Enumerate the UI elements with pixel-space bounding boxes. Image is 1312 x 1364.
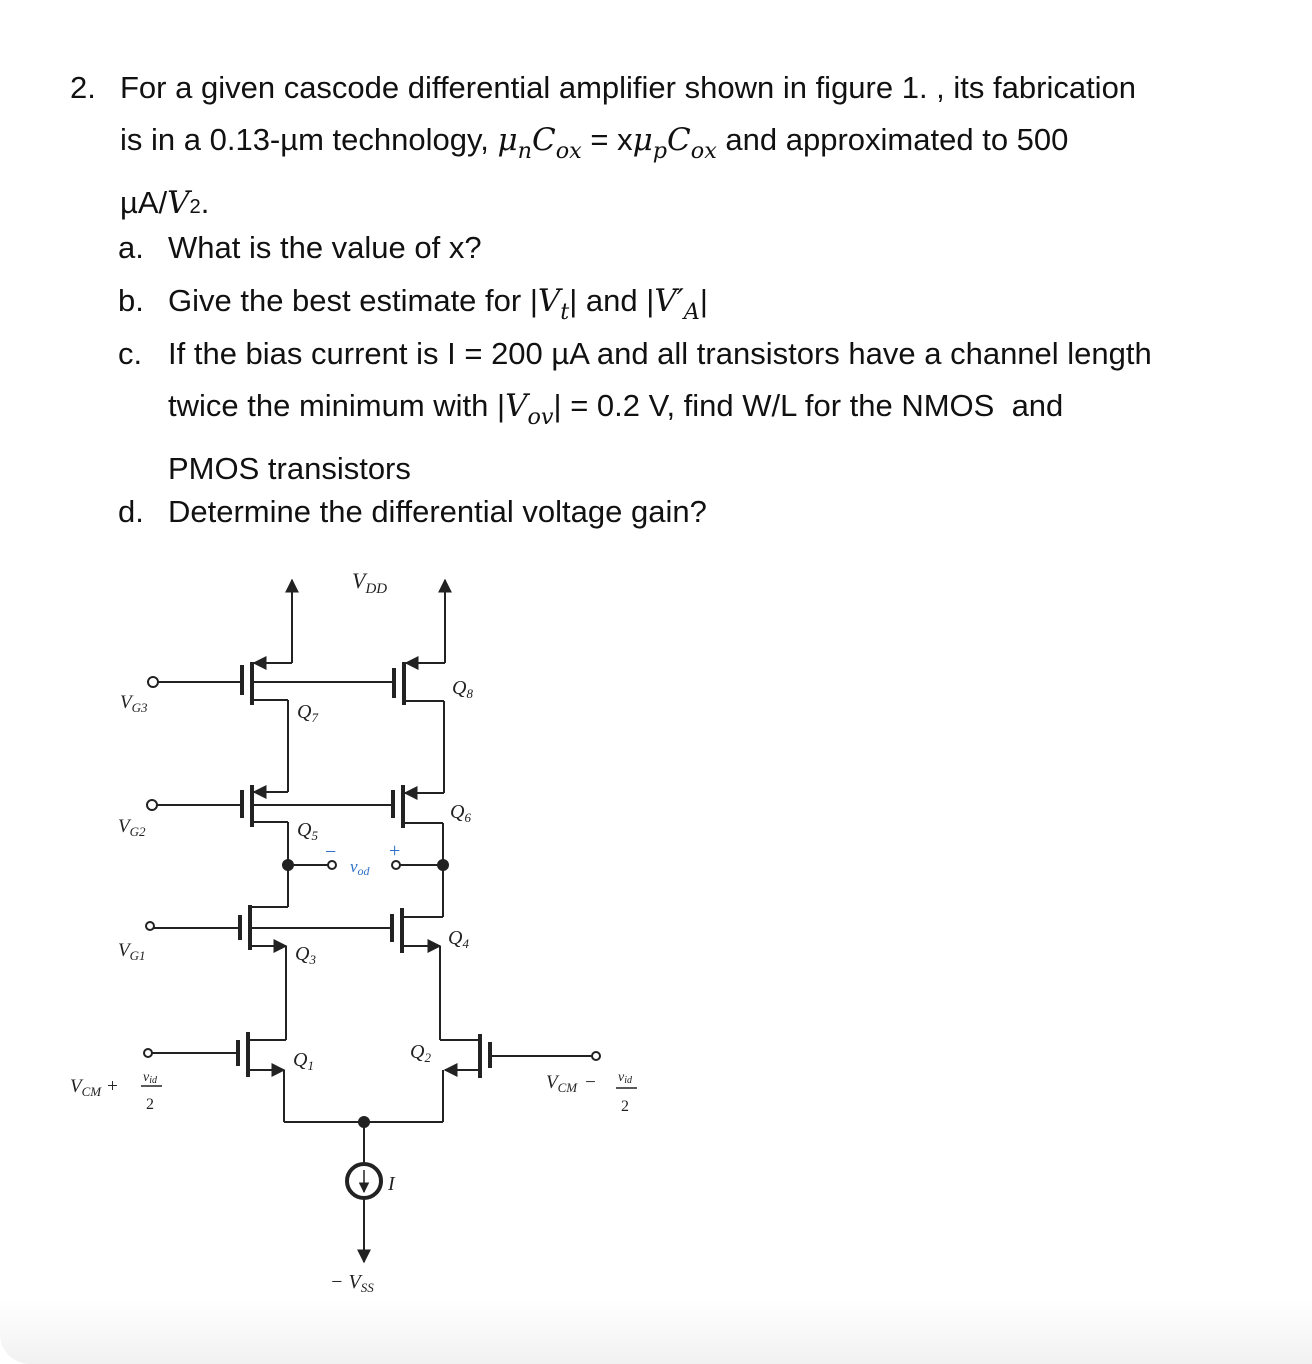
question-text-line-2-pre: is in a 0.13-µm technology, xyxy=(120,122,489,157)
input-left-terminal xyxy=(143,1048,153,1058)
part-text: | xyxy=(699,283,708,318)
part-text: What is the value of x? xyxy=(168,230,482,265)
part-b: b. Give the best estimate for |Vt| and |V… xyxy=(118,275,708,338)
part-text: twice the minimum with | xyxy=(168,388,506,423)
unit-ua: µA/ xyxy=(120,184,168,220)
part-text: | and | xyxy=(569,283,655,318)
vdd-label: VDD xyxy=(352,568,387,597)
question-line-1: 2. For a given cascode differential ampl… xyxy=(70,62,1270,114)
cascode-diff-amp-figure: VDD VG3 Q7 Q8 VG2 Q5 xyxy=(70,568,637,1295)
q1-label: Q1 xyxy=(293,1049,314,1073)
vod-plus: + xyxy=(389,840,400,862)
vg1-label: VG1 xyxy=(118,940,146,963)
q8-label: Q8 xyxy=(452,677,473,701)
part-d: d. Determine the differential voltage gai… xyxy=(118,486,707,538)
mu-n-cox: μnCox xyxy=(497,122,582,164)
input-right-terminal xyxy=(591,1051,601,1061)
question-2: 2. For a given cascode differential ampl… xyxy=(70,62,1270,233)
question-text-line-1: For a given cascode differential amplifi… xyxy=(120,70,1137,105)
va-sub: A xyxy=(683,298,700,325)
equals-x: = x xyxy=(581,122,633,157)
vg2-label: VG2 xyxy=(118,816,146,839)
vt-symbol: V xyxy=(537,283,561,319)
page-bottom-shadow xyxy=(0,1300,1312,1364)
q4-label: Q4 xyxy=(448,927,469,951)
transistor-q4 xyxy=(390,908,443,1040)
va-symbol: V′ xyxy=(654,283,684,319)
part-letter: a. xyxy=(118,230,144,265)
vid-right: vid xyxy=(618,1070,633,1086)
vod-minus: − xyxy=(325,841,336,863)
vss-label: − VSS xyxy=(330,1271,374,1295)
part-c: c. If the bias current is I = 200 µA and … xyxy=(118,328,1152,495)
unit-exponent: 2 xyxy=(189,195,201,218)
vov-symbol: V xyxy=(505,388,528,424)
vg2-terminal xyxy=(146,799,158,811)
q7-label: Q7 xyxy=(297,701,318,725)
vod-output xyxy=(282,859,449,871)
transistor-q8 xyxy=(392,656,445,793)
vod-label: vod xyxy=(350,857,371,878)
question-line-2: is in a 0.13-µm technology, μnCox = x μp… xyxy=(70,114,1270,177)
transistor-q1 xyxy=(143,1032,443,1123)
part-text: PMOS transistors xyxy=(168,450,411,486)
part-letter: d. xyxy=(118,494,144,529)
q3-label: Q3 xyxy=(295,943,316,967)
vt-sub: t xyxy=(560,298,570,325)
part-text: If the bias current is I = 200 µA and al… xyxy=(168,336,1152,371)
input-left-label: VCM+ xyxy=(70,1076,118,1099)
q5-label: Q5 xyxy=(297,819,318,843)
vg1-terminal xyxy=(145,921,155,931)
q6-label: Q6 xyxy=(450,801,471,825)
mu-p-cox: μpCox xyxy=(632,122,717,164)
transistor-q6 xyxy=(391,785,444,917)
vg3-label: VG3 xyxy=(120,692,148,715)
transistor-q7 xyxy=(147,656,394,792)
part-text: | = 0.2 V, find W/L for the NMOS and xyxy=(553,388,1064,423)
two-left: 2 xyxy=(146,1096,154,1113)
vov-sub: ov xyxy=(527,403,554,430)
current-label: I xyxy=(387,1173,396,1195)
question-number: 2. xyxy=(70,70,96,105)
input-right-label: VCM− xyxy=(546,1072,596,1095)
transistor-q5 xyxy=(146,785,393,907)
question-text-line-2-post: and approximated to 500 xyxy=(725,122,1069,157)
vdd-rail xyxy=(285,578,452,663)
part-letter: b. xyxy=(118,283,144,318)
transistor-q3 xyxy=(145,905,392,1040)
vod-minus-terminal xyxy=(327,860,337,870)
vg3-terminal xyxy=(147,676,159,688)
vid-left: vid xyxy=(143,1070,158,1086)
period: . xyxy=(200,184,210,220)
two-right: 2 xyxy=(621,1098,629,1115)
current-source xyxy=(345,1116,383,1264)
unit-v: V xyxy=(167,184,190,221)
part-text: Give the best estimate for | xyxy=(168,283,538,318)
transistor-q2 xyxy=(440,1034,601,1122)
part-text: Determine the differential voltage gain? xyxy=(168,494,707,529)
vod-plus-terminal xyxy=(391,860,401,870)
part-a: a. What is the value of x? xyxy=(118,222,482,274)
q2-label: Q2 xyxy=(410,1041,431,1065)
part-letter: c. xyxy=(118,336,143,371)
